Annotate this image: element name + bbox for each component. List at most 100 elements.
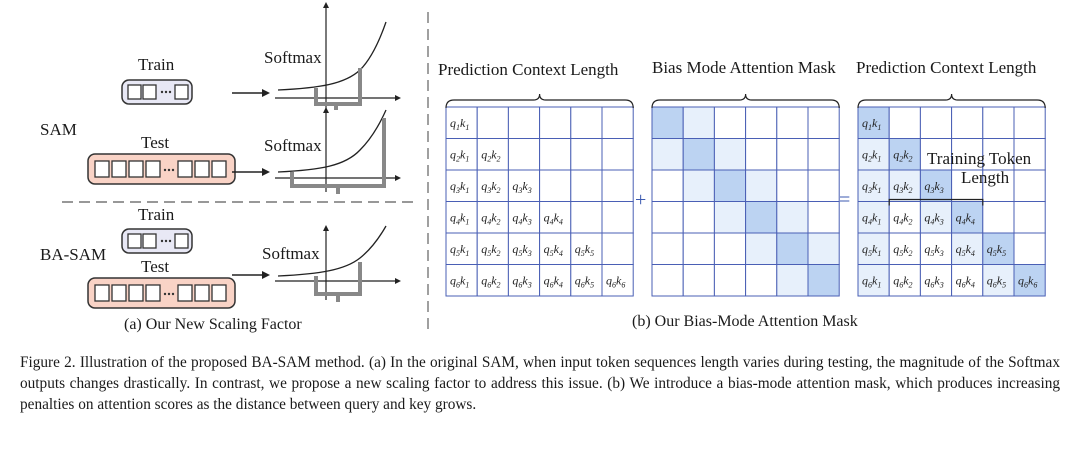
- cell-label: q6k2: [893, 274, 912, 290]
- grid-cell: [682, 106, 715, 139]
- grid-cell: [982, 264, 1015, 297]
- sam-label: SAM: [40, 120, 77, 139]
- arrow-icon: [232, 168, 270, 176]
- cell-label: q5k4: [956, 242, 975, 258]
- grid-cell: [919, 201, 953, 234]
- cell-label: q4k3: [924, 211, 943, 227]
- grid-cell: [776, 106, 809, 139]
- ba-sam-test-label: Test: [141, 257, 170, 276]
- grid-cell: [507, 232, 541, 265]
- grid-cell: [776, 264, 809, 297]
- grid-cell: [951, 106, 984, 139]
- grid-cell: [682, 138, 715, 171]
- cell-label: q3k1: [862, 179, 881, 195]
- cell-label: q3k3: [924, 179, 943, 195]
- grid-cell: [1013, 201, 1046, 234]
- figure-caption: Figure 2. Illustration of the proposed B…: [20, 354, 1060, 413]
- grid-cell: [807, 106, 840, 139]
- cell-label: q2k2: [893, 148, 912, 164]
- training-token-label: Training Token: [927, 149, 1032, 168]
- grid-cell: [570, 106, 603, 139]
- grid-cell: [651, 232, 684, 265]
- grid-cell: [776, 169, 809, 202]
- grid-cell: [745, 201, 778, 234]
- grid-cell: [857, 232, 890, 265]
- cell-label: q6k3: [512, 274, 531, 290]
- equals-sign: =: [839, 189, 851, 211]
- grid-cell: [682, 201, 715, 234]
- sam-test-token-box: [87, 153, 236, 185]
- grid-cell: [982, 169, 1015, 202]
- grid-cell: [888, 138, 921, 171]
- arrow-icon: [232, 89, 270, 97]
- grid-cell: [888, 106, 921, 139]
- grid-cell: [807, 169, 840, 202]
- grid-cell: [713, 201, 747, 234]
- cell-label: q3k2: [481, 179, 500, 195]
- grid-cell: [982, 232, 1015, 265]
- sam-test-label: Test: [141, 133, 170, 152]
- grid-cell: [651, 264, 684, 297]
- cell-label: q6k6: [606, 274, 625, 290]
- softmax-label: Softmax: [264, 48, 322, 67]
- softmax-plot-sam-train: [275, 2, 401, 112]
- middle-grid-title: Bias Mode Attention Mask: [652, 58, 836, 77]
- grid-cell: [651, 169, 684, 202]
- grid-cell: [507, 106, 541, 139]
- grid-cell: [857, 201, 890, 234]
- cell-label: q5k5: [575, 242, 594, 258]
- ba-sam-test-token-box: [87, 277, 236, 309]
- cell-label: q6k5: [575, 274, 594, 290]
- grid-cell: [1013, 169, 1046, 202]
- grid-cell: [951, 201, 984, 234]
- cell-label: q4k3: [512, 211, 531, 227]
- cell-label: q4k1: [862, 211, 881, 227]
- grid-cell: [539, 169, 572, 202]
- grid-cell: [682, 232, 715, 265]
- grid-cell: [651, 138, 684, 171]
- right-grid-title: Prediction Context Length: [856, 58, 1037, 77]
- grid-cell: [601, 106, 634, 139]
- grid-cell: [713, 106, 747, 139]
- cell-label: q5k4: [544, 242, 563, 258]
- grid-cell: [445, 201, 478, 234]
- left-grid-title: Prediction Context Length: [438, 60, 619, 79]
- grid-cell: [682, 264, 715, 297]
- grid-cell: [888, 232, 921, 265]
- panel-b-caption: (b) Our Bias-Mode Attention Mask: [632, 313, 858, 330]
- grid-cell: [539, 138, 572, 171]
- grid-cell: [539, 232, 572, 265]
- plus-sign: +: [635, 189, 647, 211]
- softmax-label: Softmax: [264, 136, 322, 155]
- grid-cell: [951, 169, 984, 202]
- grid-cell: [807, 232, 840, 265]
- grid-cell: [651, 106, 684, 139]
- cell-label: q5k3: [924, 242, 943, 258]
- grid-cell: [919, 232, 953, 265]
- cell-label: q5k1: [450, 242, 469, 258]
- grid-cell: [776, 138, 809, 171]
- grid-cell: [982, 106, 1015, 139]
- grid-cell: [570, 138, 603, 171]
- grid-cell: [1013, 232, 1046, 265]
- ba-sam-train-label: Train: [138, 205, 175, 224]
- cell-label: q5k2: [481, 242, 500, 258]
- cell-label: q6k1: [862, 274, 881, 290]
- cell-label: q1k1: [450, 116, 469, 132]
- cell-label: q6k3: [924, 274, 943, 290]
- training-token-length-label: Length: [961, 168, 1010, 187]
- cell-label: q3k3: [512, 179, 531, 195]
- training-length-bracket: [888, 198, 984, 206]
- grid-cell: [507, 138, 541, 171]
- grid-cell: [476, 232, 509, 265]
- cell-label: q6k5: [987, 274, 1006, 290]
- grid-cell: [713, 138, 747, 171]
- grid-cell: [745, 232, 778, 265]
- grid-cell: [745, 169, 778, 202]
- grid-cell: [888, 169, 921, 202]
- grid-cell: [857, 264, 890, 297]
- grid-cell: [651, 201, 684, 234]
- grid-cell: [445, 232, 478, 265]
- grid-cell: [476, 169, 509, 202]
- cell-label: q4k4: [956, 211, 975, 227]
